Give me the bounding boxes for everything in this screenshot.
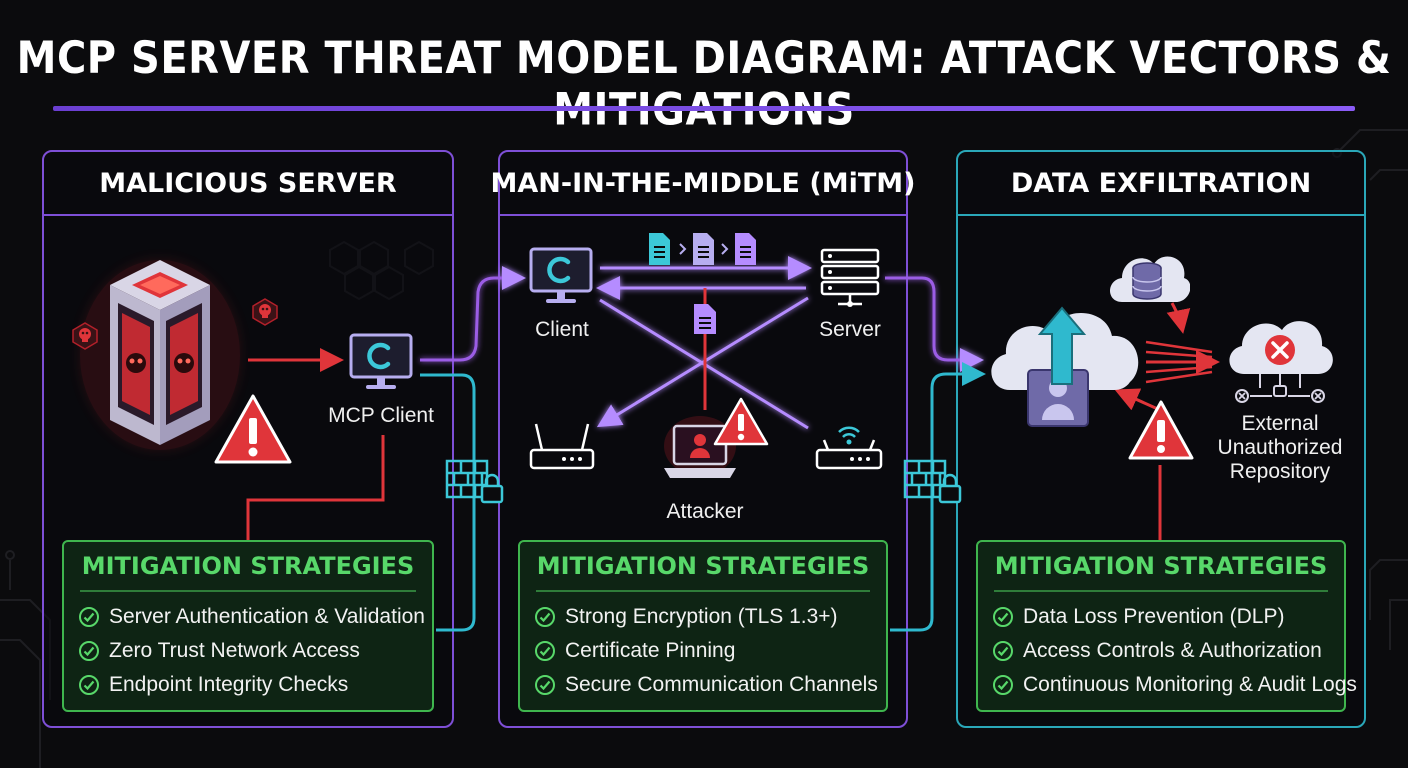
mitigation-title: MITIGATION STRATEGIES <box>536 552 870 580</box>
external-repository-label: External Unauthorized Repository <box>1217 412 1343 483</box>
laptop-icon <box>664 416 736 478</box>
mitigation-item: Endpoint Integrity Checks <box>78 668 424 702</box>
title-underline <box>53 106 1355 111</box>
monitor-icon <box>529 247 593 303</box>
mitigation-item: Data Loss Prevention (DLP) <box>992 600 1336 634</box>
check-icon <box>534 606 556 628</box>
monitor-icon <box>349 333 413 389</box>
mitigation-divider <box>536 590 870 592</box>
mitigation-text: Certificate Pinning <box>565 639 736 662</box>
attacker-label: Attacker <box>666 500 744 523</box>
malicious-server-icon <box>80 260 240 450</box>
warning-icon <box>1128 400 1194 460</box>
warning-icon <box>713 397 769 446</box>
mitigation-item: Continuous Monitoring & Audit Logs <box>992 668 1357 702</box>
mcp-client-label: MCP Client <box>328 404 434 427</box>
panel-header: MALICIOUS SERVER <box>44 152 452 216</box>
mitigation-title: MITIGATION STRATEGIES <box>81 552 415 580</box>
database-cloud-icon <box>1110 256 1190 302</box>
warning-icon <box>214 394 292 464</box>
panel-header: MAN-IN-THE-MIDDLE (MiTM) <box>491 152 916 216</box>
mitigation-box: MITIGATION STRATEGIES Data Loss Preventi… <box>976 540 1357 712</box>
skull-icon <box>252 298 278 326</box>
error-cloud-icon <box>1229 321 1333 403</box>
mitigation-text: Data Loss Prevention (DLP) <box>1023 605 1285 628</box>
page-title: MCP SERVER THREAT MODEL DIAGRAM: ATTACK … <box>16 32 1392 136</box>
mitigation-list: Strong Encryption (TLS 1.3+) Certificate… <box>534 600 878 702</box>
mitigation-list: Data Loss Prevention (DLP) Access Contro… <box>992 600 1357 702</box>
mitigation-divider <box>80 590 416 592</box>
check-icon <box>992 606 1014 628</box>
check-icon <box>78 606 100 628</box>
mitigation-text: Access Controls & Authorization <box>1023 639 1322 662</box>
mitigation-divider <box>994 590 1328 592</box>
mitigation-box: MITIGATION STRATEGIES Strong Encryption … <box>518 540 888 712</box>
mitigation-item: Secure Communication Channels <box>534 668 878 702</box>
mitigation-title: MITIGATION STRATEGIES <box>994 552 1328 580</box>
mitigation-text: Continuous Monitoring & Audit Logs <box>1023 673 1357 696</box>
mitigation-text: Endpoint Integrity Checks <box>109 673 349 696</box>
check-icon <box>534 640 556 662</box>
firewall-lock-icon <box>445 459 504 504</box>
router-icon <box>815 426 883 470</box>
mitigation-text: Server Authentication & Validation <box>109 605 425 628</box>
server-rack-icon <box>820 248 880 307</box>
mitigation-item: Strong Encryption (TLS 1.3+) <box>534 600 878 634</box>
firewall-lock-icon <box>903 459 962 504</box>
mitigation-item: Access Controls & Authorization <box>992 634 1336 668</box>
document-icon <box>694 304 716 334</box>
mitigation-item: Certificate Pinning <box>534 634 878 668</box>
check-icon <box>992 640 1014 662</box>
panel-header: DATA EXFILTRATION <box>958 152 1364 216</box>
panel-data-exfiltration: DATA EXFILTRATION MITIGATION STRATEGIES … <box>956 150 1366 728</box>
document-icon <box>649 233 756 265</box>
client-label: Client <box>535 318 589 341</box>
mitigation-list: Server Authentication & Validation Zero … <box>78 600 425 702</box>
mitigation-item: Server Authentication & Validation <box>78 600 425 634</box>
mitigation-item: Zero Trust Network Access <box>78 634 424 668</box>
check-icon <box>534 674 556 696</box>
server-label: Server <box>819 318 881 341</box>
cloud-upload-icon <box>991 306 1139 427</box>
skull-icon <box>72 322 98 350</box>
check-icon <box>992 674 1014 696</box>
router-icon <box>529 423 595 470</box>
mitigation-text: Strong Encryption (TLS 1.3+) <box>565 605 838 628</box>
mitigation-text: Secure Communication Channels <box>565 673 878 696</box>
mitigation-box: MITIGATION STRATEGIES Server Authenticat… <box>62 540 434 712</box>
check-icon <box>78 640 100 662</box>
check-icon <box>78 674 100 696</box>
mitigation-text: Zero Trust Network Access <box>109 639 360 662</box>
